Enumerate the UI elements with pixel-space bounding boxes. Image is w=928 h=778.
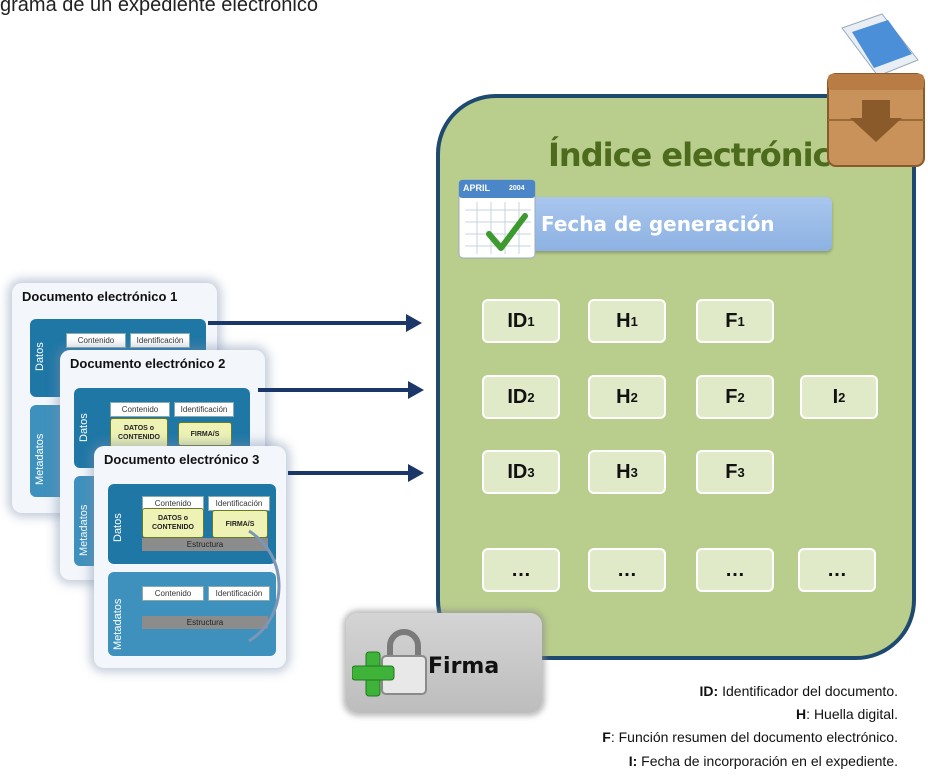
firmas-box-2: FIRMA/S	[178, 422, 232, 446]
legend-i: I: Fecha de incorporación en el expedien…	[628, 753, 898, 769]
arrow-doc1	[208, 314, 422, 332]
document-title-2: Documento electrónico 2	[70, 356, 226, 371]
signature-label: Firma	[428, 654, 500, 679]
index-title: Índice electrónico	[548, 136, 852, 174]
legend-f: F: Función resumen del documento electró…	[602, 729, 898, 745]
document-title-1: Documento electrónico 1	[22, 289, 178, 304]
link-curve-icon	[248, 529, 281, 643]
identificacion-cell-3: Identificación	[208, 496, 270, 511]
document-card-3: Documento electrónico 3 Datos Contenido …	[94, 446, 286, 668]
metadatos-label-1: Metadatos	[34, 433, 46, 485]
archive-box-icon	[822, 10, 926, 170]
estructura-bar-3a: Estructura	[142, 538, 268, 551]
ellipsis-cell-2: …	[588, 548, 666, 592]
header-text: grama de un expediente electrónico	[0, 0, 318, 16]
contenido-cell-1: Contenido	[66, 333, 126, 348]
datos-contenido-line1-3: DATOS o	[157, 515, 189, 522]
datos-block-3: Datos Contenido Identificación DATOS o C…	[108, 484, 276, 564]
date-bar	[530, 197, 832, 251]
datos-contenido-box-3: DATOS o CONTENIDO	[142, 508, 204, 538]
datos-label-3: Datos	[112, 513, 124, 542]
calendar-month: APRIL	[463, 183, 490, 193]
metadatos-label-3: Metadatos	[112, 598, 124, 650]
ellipsis-cell-4: …	[798, 548, 876, 592]
metadatos-block-3: Metadatos Contenido Identificación Estru…	[108, 572, 276, 656]
meta-contenido-cell-3: Contenido	[142, 586, 204, 601]
estructura-bar-3b: Estructura	[142, 616, 268, 629]
datos-label-2: Datos	[78, 413, 90, 442]
identificacion-cell-1: Identificación	[130, 333, 190, 348]
legend-id: ID: Identificador del documento.	[699, 683, 898, 699]
legend-h: H: Huella digital.	[796, 706, 898, 722]
date-label: Fecha de generación	[541, 212, 775, 236]
datos-contenido-line1-2: DATOS o	[123, 425, 155, 432]
datos-contenido-line2-3: CONTENIDO	[152, 524, 194, 531]
arrow-doc3	[288, 464, 424, 482]
datos-label-1: Datos	[34, 342, 46, 371]
document-title-3: Documento electrónico 3	[104, 452, 260, 467]
ellipsis-cell-3: …	[696, 548, 774, 592]
datos-contenido-line2-2: CONTENIDO	[118, 434, 160, 441]
ellipsis-cell-1: …	[482, 548, 560, 592]
firmas-box-3: FIRMA/S	[212, 510, 268, 538]
metadatos-label-2: Metadatos	[78, 504, 90, 556]
arrow-doc2	[258, 381, 424, 399]
contenido-cell-2: Contenido	[110, 402, 170, 417]
identificacion-cell-2: Identificación	[174, 402, 234, 417]
padlock-plus-icon	[351, 626, 428, 698]
datos-contenido-box-2: DATOS o CONTENIDO	[110, 418, 168, 448]
calendar-icon: APRIL 2004	[457, 178, 537, 260]
meta-identificacion-cell-3: Identificación	[208, 586, 270, 601]
calendar-year: 2004	[509, 185, 525, 192]
